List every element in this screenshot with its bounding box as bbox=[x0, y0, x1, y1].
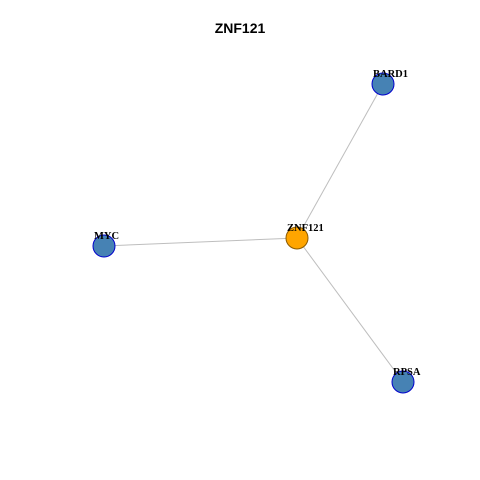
node-myc bbox=[92, 234, 116, 258]
edge-znf121-myc bbox=[103, 237, 298, 247]
node-znf121 bbox=[285, 226, 309, 250]
edge-znf121-rpsa bbox=[296, 237, 404, 383]
node-label-znf121: ZNF121 bbox=[287, 223, 324, 234]
node-label-bard1: BARD1 bbox=[373, 69, 408, 80]
node-rpsa bbox=[391, 370, 415, 394]
nodes-layer bbox=[92, 72, 415, 394]
graph-title: ZNF121 bbox=[214, 20, 266, 36]
edges-layer bbox=[103, 83, 404, 383]
edge-znf121-bard1 bbox=[296, 83, 384, 239]
node-label-myc: MYC bbox=[94, 231, 119, 242]
node-label-rpsa: RPSA bbox=[393, 367, 421, 378]
node-bard1 bbox=[371, 72, 395, 96]
